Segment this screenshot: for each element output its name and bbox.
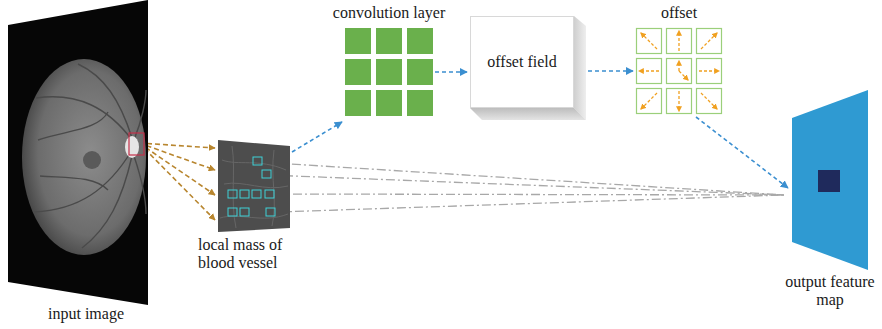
- feature-map: [792, 90, 868, 270]
- fovea: [83, 151, 101, 169]
- kernel-cell: [407, 28, 433, 54]
- offset-cell: [697, 89, 722, 114]
- node-label: input image: [48, 305, 124, 323]
- image-node: input image: [8, 0, 149, 310]
- connector: [696, 117, 788, 188]
- connector: [139, 143, 215, 220]
- conv-node: convolution layer: [345, 28, 433, 116]
- box-face: offset field: [470, 16, 574, 108]
- kernel-cell: [345, 59, 371, 85]
- connector-line: [258, 162, 784, 195]
- connector-line: [267, 175, 784, 195]
- connector-line: [588, 70, 633, 72]
- kernel-cell: [376, 28, 402, 54]
- offset-grid: [636, 28, 722, 114]
- output-cell: [818, 170, 840, 192]
- vessel-patch: [218, 140, 290, 232]
- fundus-image: [8, 0, 149, 310]
- connector: [292, 122, 342, 152]
- connector-line: [139, 143, 215, 170]
- patch-node: local mass of blood vessel: [218, 140, 290, 232]
- patch-texture: [220, 146, 288, 228]
- fundus: [22, 59, 146, 255]
- connector-line: [292, 122, 342, 152]
- map-panel: [792, 90, 868, 270]
- kernel-grid: [345, 28, 433, 116]
- connector-line: [139, 143, 215, 220]
- image-panel: [8, 0, 148, 305]
- node-label: offset: [661, 4, 697, 22]
- kernel-cell: [376, 90, 402, 116]
- side-face: [574, 16, 586, 120]
- connector-line: [696, 117, 788, 188]
- offset-node: offset: [636, 28, 722, 114]
- node-label: local mass of blood vessel: [198, 236, 313, 272]
- kernel-cell: [345, 90, 371, 116]
- region-box: [129, 133, 144, 155]
- connector-line: [139, 143, 215, 195]
- kernel-cell: [407, 90, 433, 116]
- offset-arrows: [639, 31, 719, 111]
- patch-ground: [218, 140, 290, 232]
- offset-cell: [697, 59, 722, 84]
- connector-line: [276, 194, 784, 195]
- sampling-points: [228, 157, 275, 216]
- kernel-cell: [376, 59, 402, 85]
- vessels: [34, 64, 146, 248]
- offset-cell: [637, 89, 662, 114]
- field-box: offset field: [470, 16, 586, 120]
- bottom-face: [470, 108, 586, 120]
- connector-line: [435, 71, 467, 73]
- node-label: output feature map: [780, 273, 880, 309]
- node-label: convolution layer: [333, 4, 445, 22]
- offset-cell: [667, 59, 692, 84]
- node-label: offset field: [487, 53, 556, 71]
- connector-line: [278, 195, 784, 212]
- kernel-cell: [345, 28, 371, 54]
- offset-cell: [637, 59, 662, 84]
- offset-cell: [667, 29, 692, 54]
- offset-cell: [637, 29, 662, 54]
- connector: [588, 71, 633, 72]
- offset-cell: [667, 89, 692, 114]
- kernel-cell: [407, 59, 433, 85]
- connector: [435, 72, 467, 73]
- connector: [258, 162, 784, 212]
- offset-cell: [697, 29, 722, 54]
- output-node: output feature map: [792, 90, 868, 270]
